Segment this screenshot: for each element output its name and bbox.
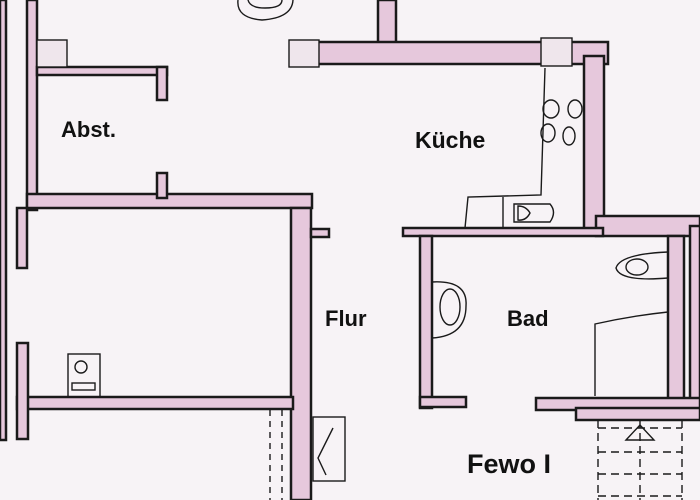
room-label-bad: Bad xyxy=(507,306,549,331)
stair-arrow-icon xyxy=(624,423,656,441)
shower-area xyxy=(594,311,669,396)
chimney xyxy=(540,37,573,67)
wall-abst-top xyxy=(35,65,169,77)
wall-left-room-left xyxy=(15,206,29,270)
wall-abst-left xyxy=(25,0,39,212)
wall-lower-room-left xyxy=(15,341,30,441)
stove-burner-icon xyxy=(562,126,576,146)
washing-machine-icon xyxy=(67,353,101,398)
wall-flur-left xyxy=(289,206,313,500)
wall-far-right xyxy=(688,224,700,408)
wall-kueche-right xyxy=(582,54,606,236)
kitchen-sink-icon xyxy=(513,203,555,223)
wall-lower-room-top xyxy=(15,395,295,411)
wall-bad-left xyxy=(418,234,434,410)
wall-left-outer xyxy=(0,0,8,442)
wall-abst-bottom xyxy=(25,192,314,210)
wall-bad-bottom-left xyxy=(418,395,468,409)
wall-bad-right xyxy=(666,234,686,408)
stove-burner-icon xyxy=(567,99,583,119)
shaft-top-center xyxy=(288,39,320,68)
stove-burner-icon xyxy=(542,99,560,119)
stairs xyxy=(597,420,683,500)
toilet-top-icon xyxy=(237,0,294,21)
room-label-abst: Abst. xyxy=(61,117,116,142)
kitchen-counter xyxy=(464,67,546,229)
toilet-icon xyxy=(615,251,669,280)
wall-abst-top-stub xyxy=(155,65,169,102)
stove-burner-icon xyxy=(540,123,556,143)
door-box xyxy=(312,416,346,482)
room-label-flur: Flur xyxy=(325,306,367,331)
wall-abst-bottom-stub xyxy=(155,171,169,200)
wall-right-step xyxy=(594,214,700,238)
plan-title: Fewo I xyxy=(467,449,552,479)
room-label-kueche: Küche xyxy=(415,127,486,153)
wall-flur-stub xyxy=(309,227,331,239)
wall-stair-top xyxy=(574,406,700,422)
shaft-left xyxy=(36,39,68,68)
washbasin-icon xyxy=(431,281,467,339)
